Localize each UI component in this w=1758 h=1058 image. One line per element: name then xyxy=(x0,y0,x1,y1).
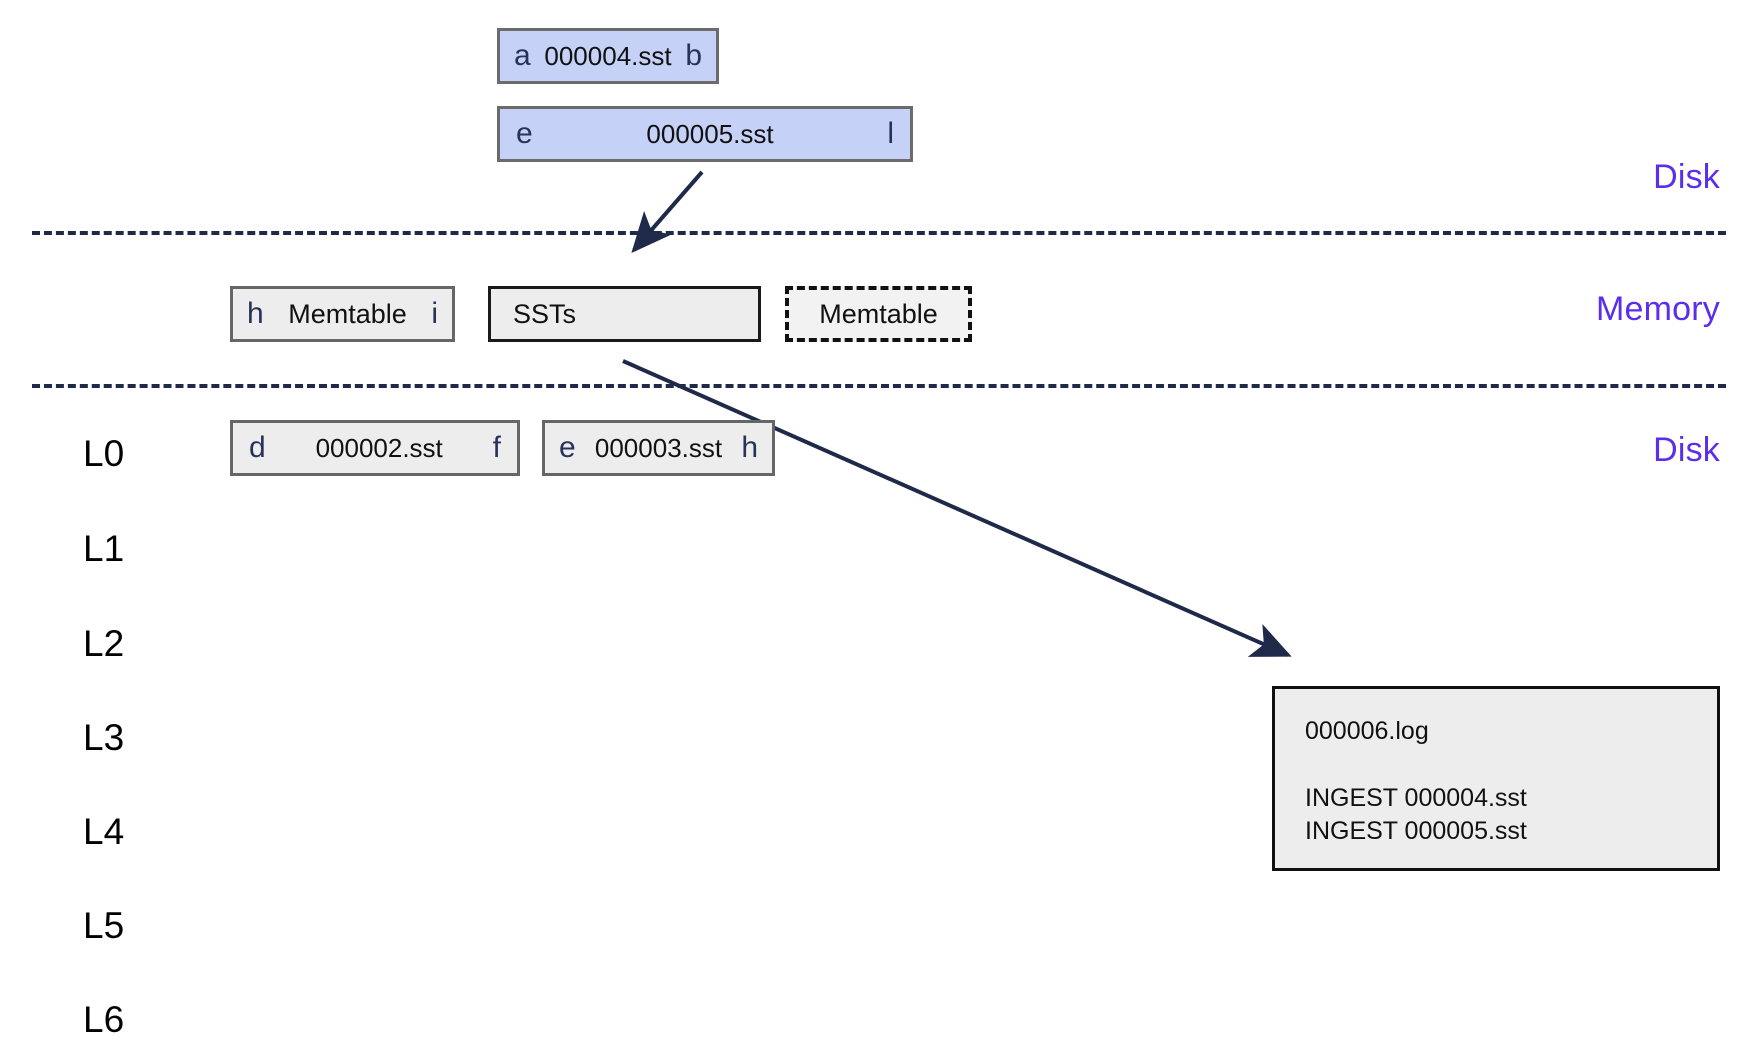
ingest-sst-000005-filename: 000005.sst xyxy=(646,118,774,149)
memtable-active-label: Memtable xyxy=(288,298,407,329)
ingest-sst-box-000004[interactable]: a 000004.sst b xyxy=(497,28,719,84)
l0-sst-000003-start-key: e xyxy=(559,431,576,464)
memtable-active-end-key: i xyxy=(431,297,438,330)
l0-sst-000002-end-key: f xyxy=(492,431,501,464)
manifest-log-entry: INGEST 000004.sst xyxy=(1305,784,1527,812)
zone-label-disk-top: Disk xyxy=(1653,158,1720,196)
manifest-log-box[interactable]: 000006.log INGEST 000004.sst INGEST 0000… xyxy=(1272,686,1720,871)
l0-sst-box-000002[interactable]: d 000002.sst f xyxy=(230,420,520,476)
level-label-l5: L5 xyxy=(83,905,125,946)
separator-disk-memory xyxy=(32,231,1726,235)
ingest-sst-000004-filename: 000004.sst xyxy=(544,40,672,71)
ingest-sst-box-000005[interactable]: e 000005.sst l xyxy=(497,106,913,162)
manifest-log-entry: INGEST 000005.sst xyxy=(1305,817,1527,845)
memtable-active-start-key: h xyxy=(247,297,264,330)
ssts-cache-box[interactable]: SSTs xyxy=(488,286,761,342)
ssts-cache-label: SSTs xyxy=(513,298,577,329)
ingest-sst-000004-end-key: b xyxy=(685,39,702,72)
l0-sst-000003-end-key: h xyxy=(741,431,758,464)
level-label-l2: L2 xyxy=(83,623,125,664)
arrow-ingest-to-ssts xyxy=(631,170,704,254)
zone-label-memory: Memory xyxy=(1596,290,1720,328)
l0-sst-000003-filename: 000003.sst xyxy=(594,432,723,463)
manifest-log-filename: 000006.log xyxy=(1305,717,1429,745)
level-label-l6: L6 xyxy=(83,999,125,1040)
memtable-flushing-box[interactable]: Memtable xyxy=(785,286,972,342)
l0-sst-000002-start-key: d xyxy=(249,431,266,464)
ingest-sst-000005-end-key: l xyxy=(887,117,895,150)
level-label-l0: L0 xyxy=(83,433,125,474)
ingest-sst-000004-start-key: a xyxy=(514,39,531,72)
ingest-sst-000005-start-key: e xyxy=(516,117,533,150)
level-label-l3: L3 xyxy=(83,717,125,758)
l0-sst-000002-filename: 000002.sst xyxy=(315,432,443,463)
arrow-ssts-to-manifest-log xyxy=(622,359,1292,657)
memtable-active-box[interactable]: h Memtable i xyxy=(230,286,455,342)
level-label-l4: L4 xyxy=(83,811,125,852)
memtable-flushing-label: Memtable xyxy=(819,298,938,329)
l0-sst-box-000003[interactable]: e 000003.sst h xyxy=(542,420,775,476)
level-label-l1: L1 xyxy=(83,528,125,569)
zone-label-disk-bottom: Disk xyxy=(1653,431,1720,469)
separator-memory-disk xyxy=(32,384,1726,388)
